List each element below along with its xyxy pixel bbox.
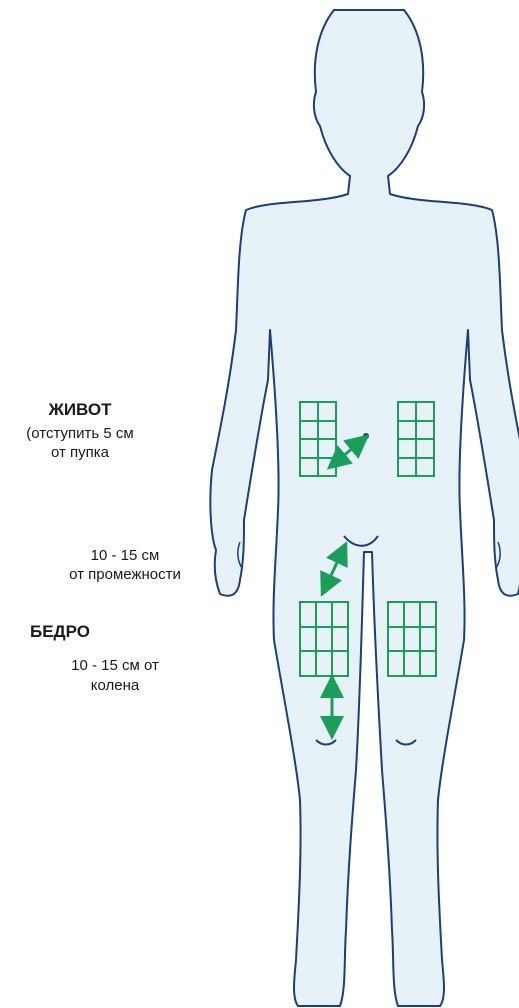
body-silhouette <box>210 10 519 1006</box>
navel-dot <box>363 433 369 439</box>
knee-distance-line1: 10 - 15 см от <box>40 656 190 675</box>
abdomen-note-line1: (отступить 5 см <box>0 424 160 443</box>
thigh-title: БЕДРО <box>0 622 120 641</box>
perineum-distance-line2: от промежности <box>40 565 210 584</box>
abdomen-note-line2: от пупка <box>0 443 160 462</box>
perineum-distance-line1: 10 - 15 см <box>40 546 210 565</box>
knee-distance-line2: колена <box>40 676 190 695</box>
abdomen-title: ЖИВОТ <box>0 400 160 419</box>
